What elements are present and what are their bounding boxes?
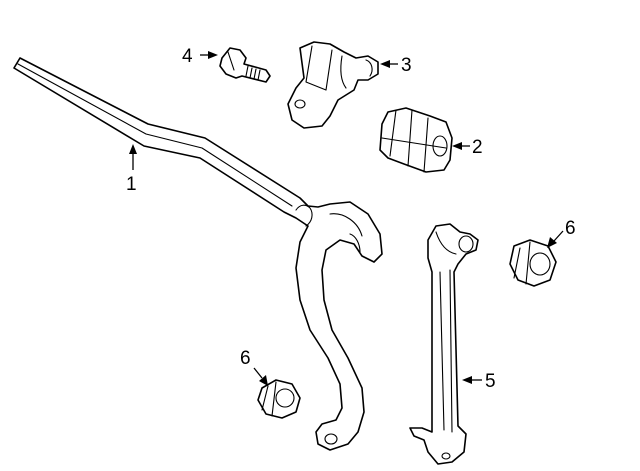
callout-label-4: 4 bbox=[182, 46, 193, 67]
arrowhead-6-lower bbox=[259, 375, 268, 386]
bracket[interactable] bbox=[287, 41, 379, 129]
callout-4[interactable]: 4 bbox=[182, 46, 218, 67]
nut-lower[interactable] bbox=[257, 379, 301, 419]
bushing[interactable] bbox=[379, 107, 453, 173]
callout-label-6-lower: 6 bbox=[240, 348, 251, 369]
callout-label-2: 2 bbox=[472, 137, 483, 158]
callout-1[interactable]: 1 bbox=[126, 144, 137, 195]
arrowhead-5 bbox=[462, 376, 472, 384]
callout-5[interactable]: 5 bbox=[462, 371, 496, 392]
callout-2[interactable]: 2 bbox=[452, 137, 483, 158]
callout-label-5: 5 bbox=[485, 371, 496, 392]
stabilizer-link[interactable] bbox=[409, 223, 479, 465]
callout-label-6-upper: 6 bbox=[565, 218, 576, 239]
arrowhead-3 bbox=[380, 60, 390, 68]
callout-3[interactable]: 3 bbox=[380, 55, 412, 76]
arrowhead-4 bbox=[208, 51, 218, 59]
callout-label-3: 3 bbox=[401, 55, 412, 76]
bolt[interactable] bbox=[219, 47, 271, 83]
stabilizer-bar[interactable] bbox=[13, 57, 383, 451]
callout-label-1: 1 bbox=[126, 174, 137, 195]
callout-6-upper[interactable]: 6 bbox=[547, 218, 576, 248]
arrowhead-1 bbox=[129, 144, 137, 154]
nut-upper[interactable] bbox=[509, 239, 557, 287]
arrowhead-6-upper bbox=[547, 237, 557, 248]
arrowhead-2 bbox=[452, 142, 462, 150]
callout-6-lower[interactable]: 6 bbox=[240, 348, 268, 386]
